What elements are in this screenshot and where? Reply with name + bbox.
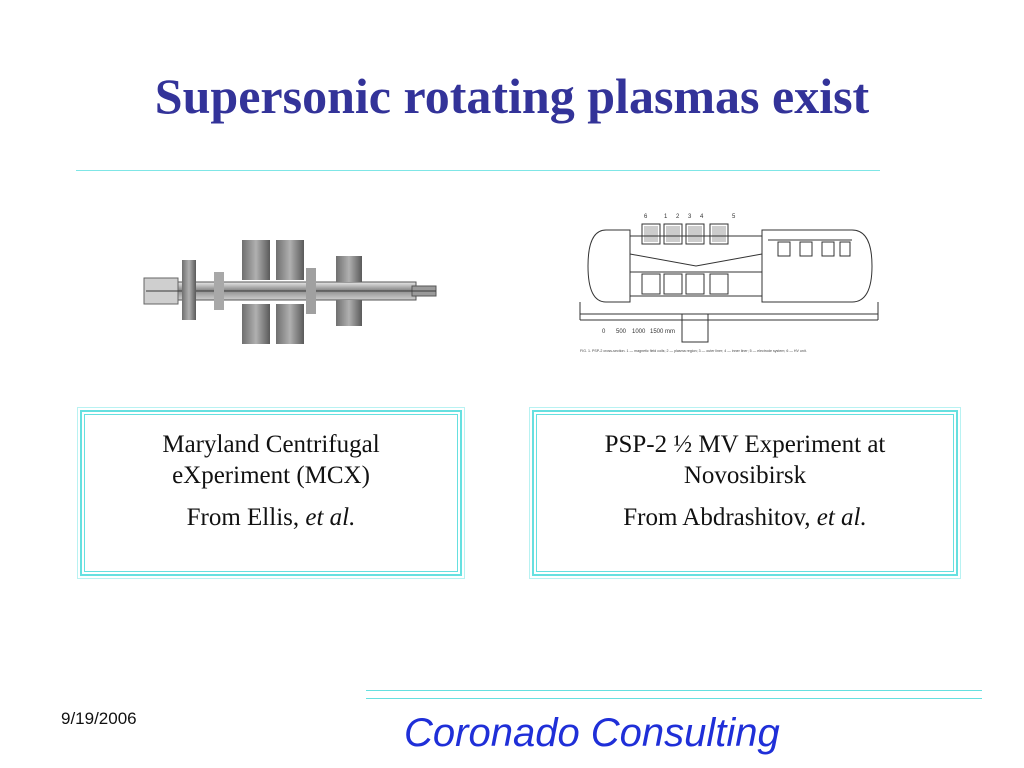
mcx-credit-italic: et al.: [305, 504, 356, 531]
psp2-caption-box: PSP-2 ½ MV Experiment at Novosibirsk Fro…: [529, 407, 961, 579]
psp2-scale-0: 0: [602, 329, 606, 335]
caption-spacer: [534, 491, 956, 502]
mcx-credit-prefix: From Ellis,: [186, 504, 306, 531]
psp2-scale-1000: 1000: [632, 329, 646, 335]
footer-divider-top: [366, 690, 982, 691]
psp2-cross-section-image: 6 1 2 3 4 5 0 500 1000 1500 mm FIG. 1. P…: [579, 214, 879, 353]
footer-company-name: Coronado Consulting: [404, 711, 780, 755]
psp2-label-1: 1: [664, 214, 668, 220]
psp2-figure-caption: FIG. 1. PSP-2 cross-section. 1 — magneti…: [580, 349, 807, 353]
mcx-caption-line2: eXperiment (MCX): [172, 462, 370, 489]
psp2-caption-line2: Novosibirsk: [683, 462, 807, 489]
psp2-credit: From Abdrashitov, et al.: [534, 502, 956, 533]
footer-divider-bottom: [366, 698, 982, 699]
mcx-credit: From Ellis, et al.: [82, 502, 460, 533]
title-divider: [76, 170, 880, 171]
mcx-device-image: [143, 240, 437, 344]
slide-title: Supersonic rotating plasmas exist: [154, 68, 870, 124]
psp2-label-5: 5: [732, 214, 736, 220]
psp2-scale-500: 500: [616, 329, 627, 335]
psp2-label-4: 4: [700, 214, 704, 220]
psp2-caption-line1: PSP-2 ½ MV Experiment at: [604, 431, 886, 458]
psp2-label-3: 3: [688, 214, 692, 220]
mcx-caption-line1: Maryland Centrifugal: [162, 431, 380, 458]
psp2-label-6: 6: [644, 214, 648, 220]
mcx-caption-box: Maryland Centrifugal eXperiment (MCX) Fr…: [77, 407, 465, 579]
psp2-label-2: 2: [676, 214, 680, 220]
psp2-scale-1500: 1500 mm: [650, 329, 675, 335]
footer-date: 9/19/2006: [61, 709, 137, 728]
caption-spacer: [82, 491, 460, 502]
psp2-credit-prefix: From Abdrashitov,: [623, 504, 817, 531]
psp2-credit-italic: et al.: [816, 504, 867, 531]
